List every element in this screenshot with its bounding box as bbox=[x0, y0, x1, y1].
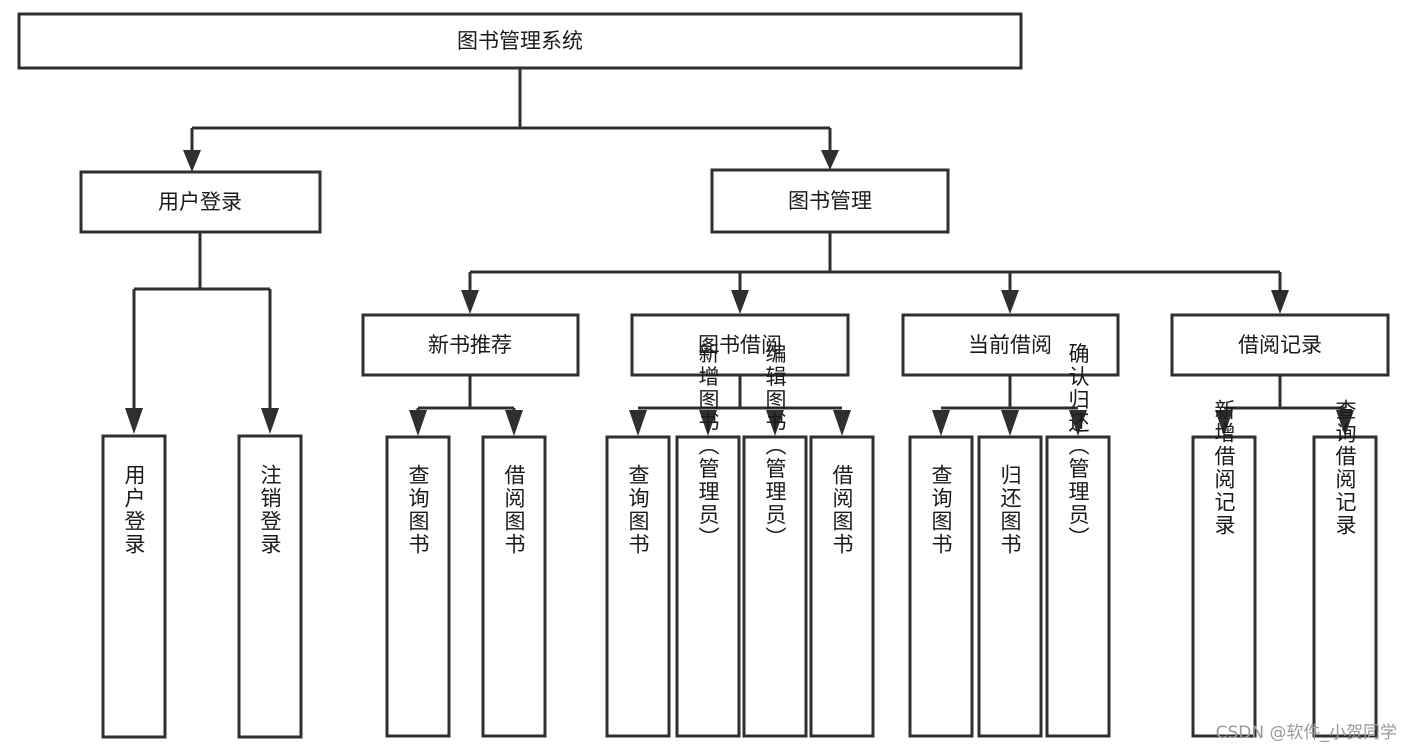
csdn-watermark: CSDN @软件_小贺同学 bbox=[1215, 723, 1397, 743]
connector-group-current bbox=[932, 375, 1087, 436]
leaf-new-book-query-label: 查询图书 bbox=[406, 464, 430, 556]
leaf-current-return-box[interactable] bbox=[977, 435, 1043, 738]
node-borrow-records-box[interactable] bbox=[1170, 313, 1390, 377]
arrow-borrow-leaf-4 bbox=[833, 410, 851, 436]
leaf-borrow-add-book-label: 新增图书（管理员） bbox=[696, 343, 720, 550]
leaf-borrow-edit-book-label: 编辑图书（管理员） bbox=[763, 343, 787, 550]
arrow-records-leaf-2 bbox=[1336, 410, 1354, 436]
leaf-records-add[interactable]: 新增借阅记录 bbox=[1191, 399, 1257, 738]
arrow-borrow-leaf-3 bbox=[766, 410, 784, 436]
node-user-login[interactable]: 用户登录 bbox=[79, 170, 322, 234]
leaf-borrow-query[interactable]: 查询图书 bbox=[605, 435, 671, 738]
leaf-current-confirm-return-label: 确认归还（管理员） bbox=[1066, 343, 1090, 550]
node-current-borrow[interactable]: 当前借阅 bbox=[901, 313, 1120, 377]
arrow-borrow-leaf-2 bbox=[699, 410, 717, 436]
arrow-userlogin-leaf-1 bbox=[125, 408, 143, 434]
leaf-user-login-signout-label: 注销登录 bbox=[258, 464, 282, 556]
leaf-user-login-signin-label: 用户登录 bbox=[122, 464, 146, 556]
node-book-borrow-box[interactable] bbox=[630, 313, 850, 377]
leaf-records-query-label: 查询借阅记录 bbox=[1333, 399, 1357, 537]
node-user-login-box[interactable] bbox=[79, 170, 322, 234]
leaf-borrow-query-label: 查询图书 bbox=[626, 464, 650, 556]
node-book-management-label: 图书管理 bbox=[788, 189, 872, 213]
arrow-newbook-leaf-1 bbox=[409, 410, 427, 436]
connector-group-borrow bbox=[629, 375, 851, 436]
connector-group-records bbox=[1215, 375, 1354, 436]
leaf-current-confirm-return[interactable]: 确认归还（管理员） bbox=[1045, 343, 1111, 738]
leaf-borrow-edit-book-box[interactable] bbox=[742, 435, 808, 738]
arrow-bookmgmt-to-records bbox=[1271, 290, 1289, 314]
leaf-user-login-signin[interactable]: 用户登录 bbox=[101, 434, 167, 739]
connector-group-user-login bbox=[125, 232, 279, 434]
arrow-root-to-user-login bbox=[183, 150, 201, 172]
node-book-borrow[interactable]: 图书借阅 bbox=[630, 313, 850, 377]
node-user-login-label: 用户登录 bbox=[158, 190, 242, 214]
leaf-borrow-borrow-book-label: 借阅图书 bbox=[830, 464, 854, 556]
arrow-current-leaf-3 bbox=[1069, 410, 1087, 436]
connector-group-root bbox=[183, 68, 839, 172]
arrow-root-to-book-mgmt bbox=[821, 150, 839, 170]
leaf-borrow-edit-book[interactable]: 编辑图书（管理员） bbox=[742, 343, 808, 738]
arrow-bookmgmt-to-new-book bbox=[461, 290, 479, 314]
arrow-records-leaf-1 bbox=[1215, 410, 1233, 436]
arrow-borrow-leaf-1 bbox=[629, 410, 647, 436]
leaf-user-login-signin-box[interactable] bbox=[101, 434, 167, 739]
leaf-current-return[interactable]: 归还图书 bbox=[977, 435, 1043, 738]
arrow-bookmgmt-to-current bbox=[1001, 290, 1019, 314]
leaf-records-add-label: 新增借阅记录 bbox=[1212, 399, 1236, 537]
arrow-newbook-leaf-2 bbox=[505, 410, 523, 436]
leaf-current-query[interactable]: 查询图书 bbox=[908, 435, 974, 738]
leaf-current-query-label: 查询图书 bbox=[929, 464, 953, 556]
leaf-user-login-signout[interactable]: 注销登录 bbox=[237, 434, 303, 739]
node-borrow-records[interactable]: 借阅记录 bbox=[1170, 313, 1390, 377]
leaf-current-confirm-return-box[interactable] bbox=[1045, 435, 1111, 738]
leaf-current-query-box[interactable] bbox=[908, 435, 974, 738]
leaf-new-book-borrow-label: 借阅图书 bbox=[502, 464, 526, 556]
node-book-borrow-label: 图书借阅 bbox=[698, 333, 782, 357]
node-new-book-recommend[interactable]: 新书推荐 bbox=[361, 313, 580, 377]
leaf-new-book-query[interactable]: 查询图书 bbox=[385, 435, 451, 738]
arrow-userlogin-leaf-2 bbox=[261, 408, 279, 434]
leaf-new-book-borrow[interactable]: 借阅图书 bbox=[481, 435, 547, 738]
node-current-borrow-label: 当前借阅 bbox=[968, 333, 1052, 357]
node-new-book-recommend-box[interactable] bbox=[361, 313, 580, 377]
arrow-bookmgmt-to-borrow bbox=[731, 290, 749, 314]
node-root-system[interactable]: 图书管理系统 bbox=[17, 12, 1023, 70]
node-new-book-recommend-label: 新书推荐 bbox=[428, 333, 512, 357]
leaf-borrow-borrow-book-box[interactable] bbox=[809, 435, 875, 738]
node-root-system-box[interactable] bbox=[17, 12, 1023, 70]
leaf-current-return-label: 归还图书 bbox=[998, 464, 1022, 556]
node-root-system-label: 图书管理系统 bbox=[457, 29, 583, 53]
connector-group-new-book bbox=[409, 375, 523, 436]
leaf-new-book-borrow-box[interactable] bbox=[481, 435, 547, 738]
leaf-borrow-add-book[interactable]: 新增图书（管理员） bbox=[675, 343, 741, 738]
arrow-current-leaf-2 bbox=[1001, 410, 1019, 436]
node-current-borrow-box[interactable] bbox=[901, 313, 1120, 377]
arrow-current-leaf-1 bbox=[932, 410, 950, 436]
leaf-new-book-query-box[interactable] bbox=[385, 435, 451, 738]
connector-group-book-mgmt bbox=[461, 233, 1289, 314]
leaf-borrow-borrow-book[interactable]: 借阅图书 bbox=[809, 435, 875, 738]
node-book-management-box[interactable] bbox=[710, 168, 950, 234]
leaf-user-login-signout-box[interactable] bbox=[237, 434, 303, 739]
leaf-records-add-box[interactable] bbox=[1191, 435, 1257, 738]
node-book-management[interactable]: 图书管理 bbox=[710, 168, 950, 234]
leaf-borrow-query-box[interactable] bbox=[605, 435, 671, 738]
leaf-records-query[interactable]: 查询借阅记录 bbox=[1312, 399, 1378, 738]
leaf-records-query-box[interactable] bbox=[1312, 435, 1378, 738]
node-borrow-records-label: 借阅记录 bbox=[1238, 333, 1322, 357]
leaf-borrow-add-book-box[interactable] bbox=[675, 435, 741, 738]
